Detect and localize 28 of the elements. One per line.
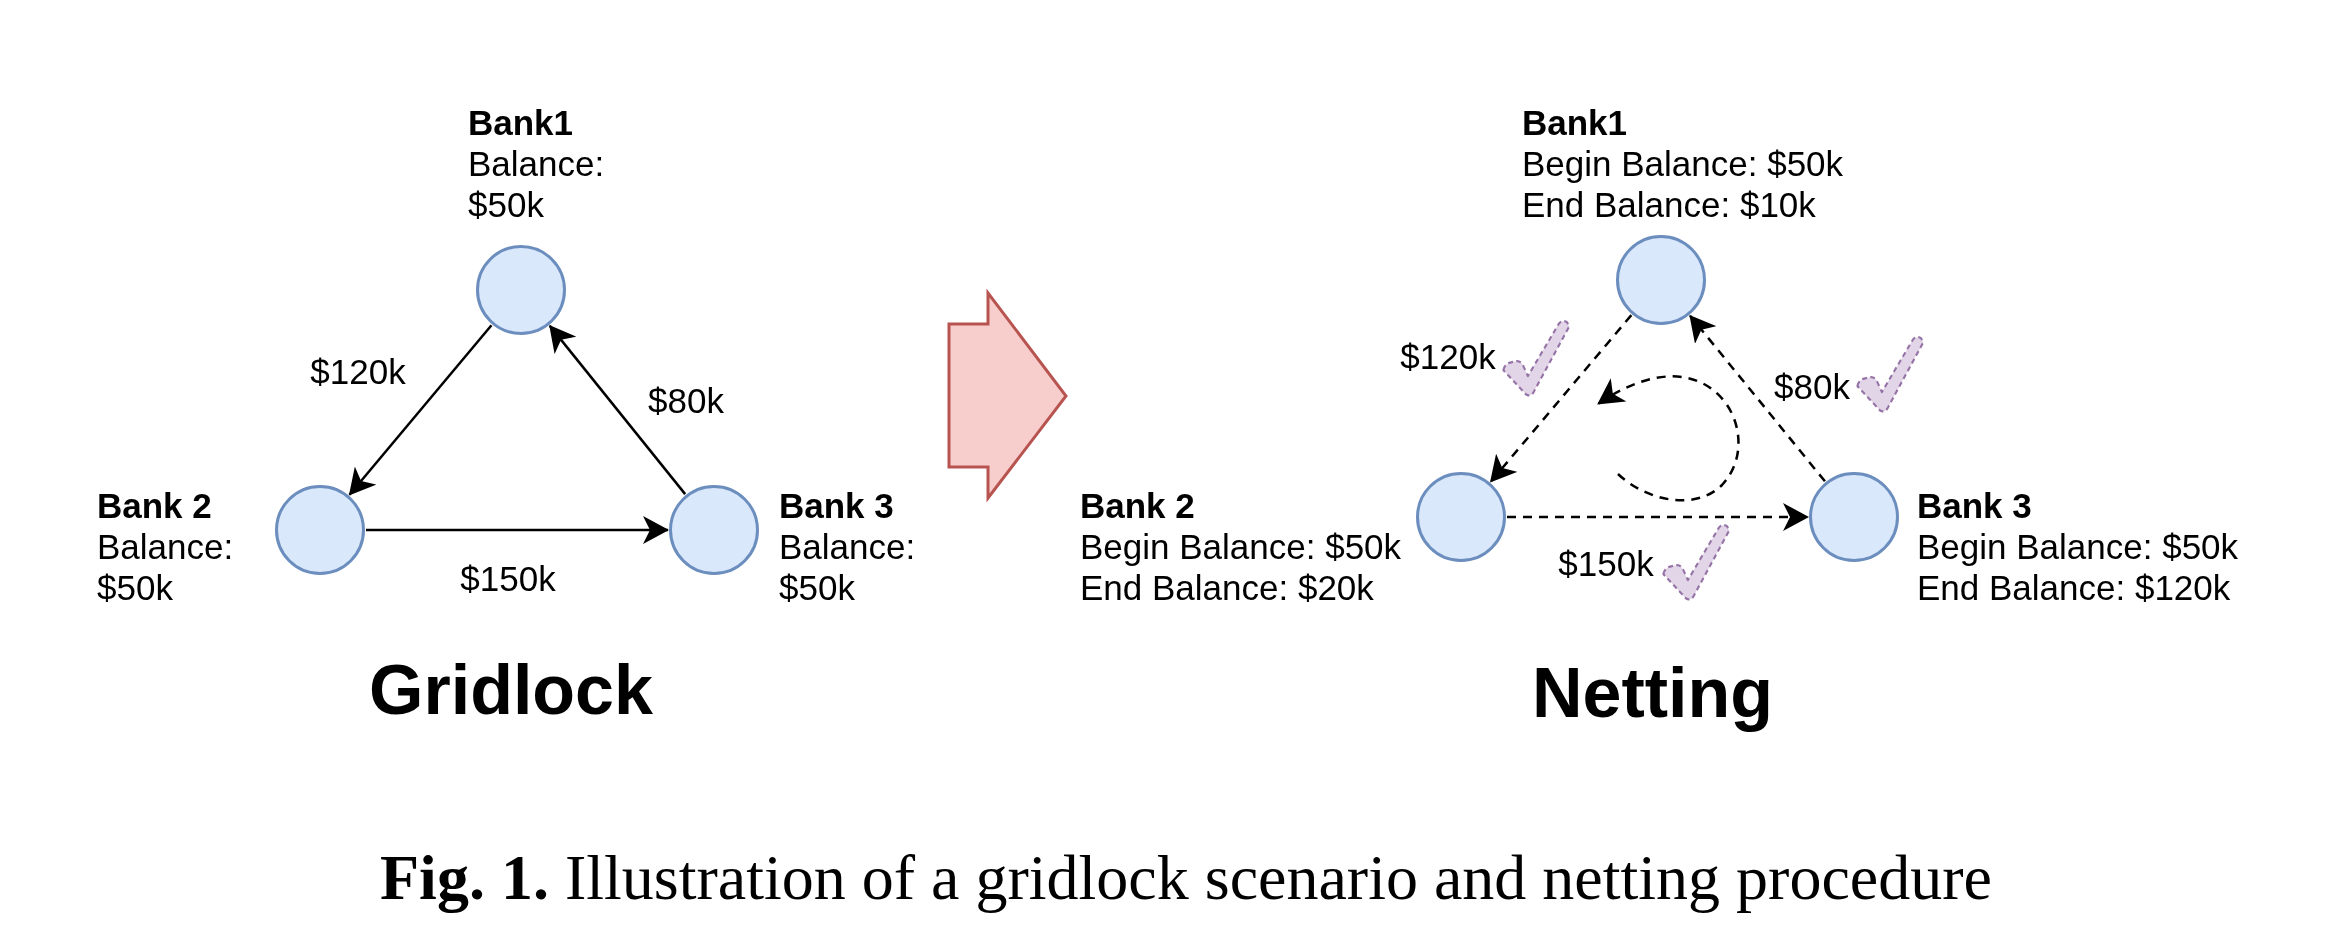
bank-name: Bank 3	[1917, 485, 2032, 526]
panel-title: Gridlock	[369, 655, 653, 725]
balance-text: Balance: $50k	[468, 143, 606, 225]
edge-label: $150k	[460, 557, 556, 599]
balance-text: Balance: $50k	[779, 526, 917, 608]
edge-label: $80k	[1774, 365, 1850, 407]
bank-name: Bank 3	[779, 485, 894, 526]
balance-text: Begin Balance: $50k	[1917, 526, 2239, 567]
arrow	[366, 516, 669, 544]
bank-name: Bank1	[1522, 102, 1628, 143]
bank-name: Bank1	[468, 102, 574, 143]
edge-label: $120k	[310, 350, 406, 392]
balance-text: Begin Balance: $50k	[1080, 526, 1402, 567]
edge-label: $150k	[1558, 542, 1654, 584]
edge-label: $80k	[648, 379, 724, 421]
arrow	[548, 325, 687, 495]
balance-text: Balance: $50k	[97, 526, 235, 608]
bank-name: Bank 2	[1080, 485, 1195, 526]
dashed-arrow	[1689, 314, 1826, 483]
bank-name: Bank 2	[97, 485, 212, 526]
balance-text: End Balance: $120k	[1917, 567, 2231, 608]
dashed-arrow	[1507, 503, 1809, 531]
balance-text: End Balance: $10k	[1522, 184, 1816, 225]
balance-text: Begin Balance: $50k	[1522, 143, 1844, 184]
arrow	[348, 324, 493, 496]
balance-text: End Balance: $20k	[1080, 567, 1374, 608]
edge-label: $120k	[1400, 335, 1496, 377]
dashed-arrow	[1489, 314, 1633, 483]
